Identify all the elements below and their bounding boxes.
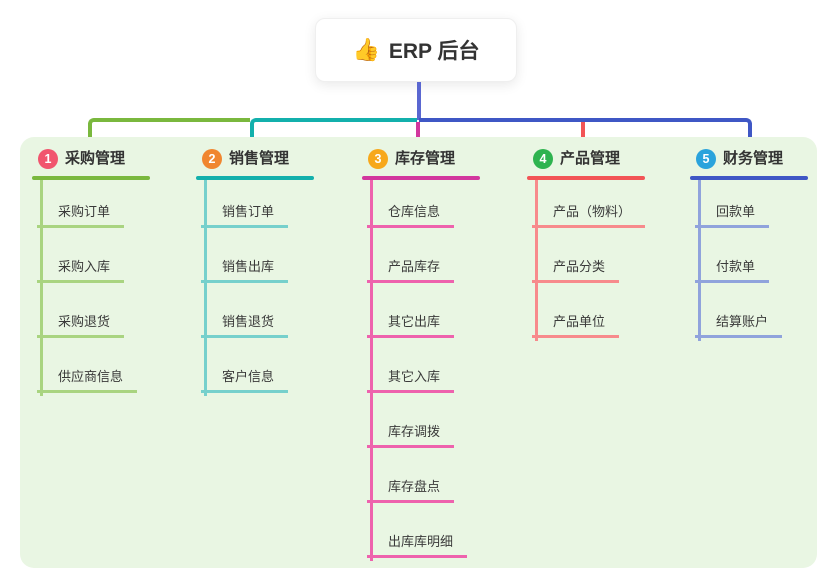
- connector-elbow-sales: [250, 118, 417, 144]
- branch-child-line: [40, 180, 43, 396]
- connector-elbow-finance: [419, 118, 752, 144]
- branch-title-sales[interactable]: 2 销售管理: [202, 149, 289, 169]
- branch-finance: 5 财务管理 回款单 付款单 结算账户: [690, 0, 839, 588]
- node-stock-count[interactable]: 库存盘点: [367, 477, 455, 503]
- node-sales-order[interactable]: 销售订单: [201, 202, 289, 228]
- node-other-outbound[interactable]: 其它出库: [367, 312, 455, 338]
- branch-underline: [527, 176, 645, 180]
- node-settlement-account[interactable]: 结算账户: [695, 312, 783, 338]
- branch-underline: [690, 176, 808, 180]
- branch-sales: 2 销售管理 销售订单 销售出库 销售退货 客户信息: [196, 0, 356, 588]
- branch-inventory: 3 库存管理 仓库信息 产品库存 其它出库 其它入库 库存调拨 库存盘点 出库库…: [362, 0, 522, 588]
- branch-title-finance[interactable]: 5 财务管理: [696, 149, 783, 169]
- root-node[interactable]: 👍 ERP 后台: [315, 18, 517, 82]
- branch-product: 4 产品管理 产品（物料） 产品分类 产品单位: [527, 0, 687, 588]
- badge-2: 2: [202, 149, 222, 169]
- branch-title-label: 财务管理: [723, 150, 784, 167]
- connector-root-vertical: [417, 82, 421, 120]
- branch-child-line: [370, 180, 373, 561]
- node-product-category[interactable]: 产品分类: [532, 257, 620, 283]
- node-purchase-order[interactable]: 采购订单: [37, 202, 125, 228]
- branch-child-line: [535, 180, 538, 341]
- branches-panel: [20, 137, 817, 568]
- connector-drop-inventory: [416, 122, 420, 140]
- branch-title-inventory[interactable]: 3 库存管理: [368, 149, 455, 169]
- node-purchase-inbound[interactable]: 采购入库: [37, 257, 125, 283]
- branch-underline: [32, 176, 150, 180]
- branch-title-label: 产品管理: [560, 150, 621, 167]
- node-outbound-detail[interactable]: 出库库明细: [367, 532, 468, 558]
- badge-1: 1: [38, 149, 58, 169]
- node-warehouse-info[interactable]: 仓库信息: [367, 202, 455, 228]
- node-supplier-info[interactable]: 供应商信息: [37, 367, 138, 393]
- node-product-unit[interactable]: 产品单位: [532, 312, 620, 338]
- branch-underline: [362, 176, 480, 180]
- branch-title-label: 采购管理: [65, 150, 126, 167]
- connector-elbow-purchase: [88, 118, 250, 144]
- node-customer-info[interactable]: 客户信息: [201, 367, 289, 393]
- node-sales-outbound[interactable]: 销售出库: [201, 257, 289, 283]
- node-sales-return[interactable]: 销售退货: [201, 312, 289, 338]
- badge-5: 5: [696, 149, 716, 169]
- branch-underline: [196, 176, 314, 180]
- badge-3: 3: [368, 149, 388, 169]
- branch-child-line: [698, 180, 701, 341]
- node-stock-transfer[interactable]: 库存调拨: [367, 422, 455, 448]
- branch-child-line: [204, 180, 207, 396]
- node-payment-bill[interactable]: 付款单: [695, 257, 770, 283]
- node-product-stock[interactable]: 产品库存: [367, 257, 455, 283]
- branch-title-label: 销售管理: [229, 150, 290, 167]
- badge-4: 4: [533, 149, 553, 169]
- node-purchase-return[interactable]: 采购退货: [37, 312, 125, 338]
- node-other-inbound[interactable]: 其它入库: [367, 367, 455, 393]
- connector-drop-product: [581, 122, 585, 140]
- node-product-material[interactable]: 产品（物料）: [532, 202, 646, 228]
- node-receipt-bill[interactable]: 回款单: [695, 202, 770, 228]
- root-title: ERP 后台: [388, 40, 480, 63]
- thumbs-up-icon: 👍: [352, 37, 380, 62]
- branch-title-product[interactable]: 4 产品管理: [533, 149, 620, 169]
- branch-title-label: 库存管理: [395, 150, 456, 167]
- branch-title-purchase[interactable]: 1 采购管理: [38, 149, 125, 169]
- branch-purchase: 1 采购管理 采购订单 采购入库 采购退货 供应商信息: [32, 0, 192, 588]
